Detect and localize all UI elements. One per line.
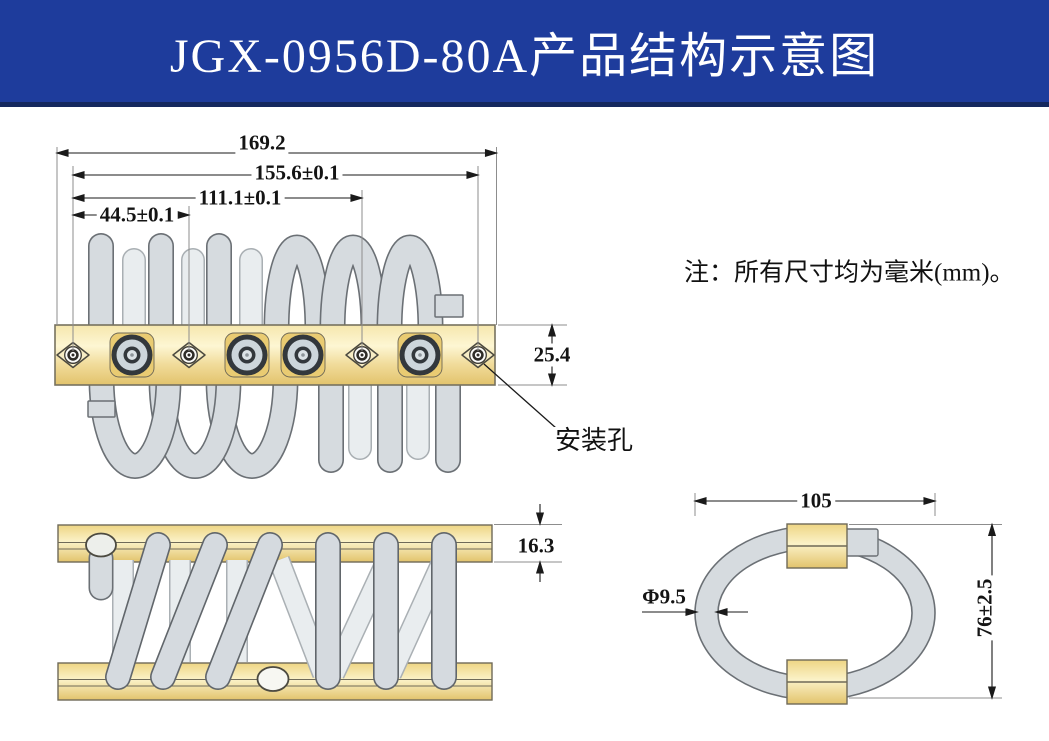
wire-end-clamp: [434, 294, 464, 318]
mounting-hole-label: 安装孔: [551, 427, 637, 455]
dim-end-width: 105: [797, 489, 835, 513]
bar-hole: [85, 532, 117, 558]
wire-coil-arches: [263, 234, 464, 331]
mounting-hole: [461, 341, 495, 369]
wire-coil-lower-loops: [87, 377, 299, 479]
end-view: [694, 523, 936, 705]
wire-end-clamp: [87, 400, 116, 418]
dim-span-44: 44.5±0.1: [96, 203, 178, 227]
dim-bar-height: 25.4: [530, 343, 574, 367]
dim-total-width: 169.2: [235, 131, 289, 155]
dim-wire-diameter: Φ9.5: [639, 585, 689, 609]
mounting-hole: [56, 341, 90, 369]
dim-end-height: 76±2.5: [973, 575, 997, 641]
bar-hole: [256, 666, 290, 692]
wire-coil-lower-strands: [318, 363, 461, 473]
mounting-hole-leader: [483, 363, 557, 429]
title-banner: JGX-0956D-80A产品结构示意图: [0, 0, 1049, 107]
extension-lines: [56, 147, 1002, 699]
wire-coil-upper-fingers: [88, 233, 232, 345]
mounting-holes: [56, 341, 495, 369]
dim-span-155: 155.6±0.1: [251, 161, 343, 185]
wire-coil-back-strands: [122, 248, 430, 460]
grommet-hole: [397, 332, 443, 378]
mounting-hole: [172, 341, 206, 369]
grommet-holes: [109, 332, 443, 378]
grommet-hole: [109, 332, 155, 378]
wire-front-strands: [105, 532, 457, 690]
front-view: [54, 233, 496, 479]
side-view: [57, 524, 493, 701]
grommet-hole: [280, 332, 326, 378]
wire-end-clamp: [844, 528, 879, 557]
dim-side-bar-height: 16.3: [514, 534, 558, 558]
dim-span-111: 111.1±0.1: [195, 186, 285, 210]
units-note: 注：所有尺寸均为毫米(mm)。: [681, 259, 1018, 287]
mounting-hole: [345, 341, 379, 369]
page-title: JGX-0956D-80A产品结构示意图: [169, 30, 880, 83]
dimension-lines: [55, 148, 997, 700]
grommet-hole: [224, 332, 270, 378]
